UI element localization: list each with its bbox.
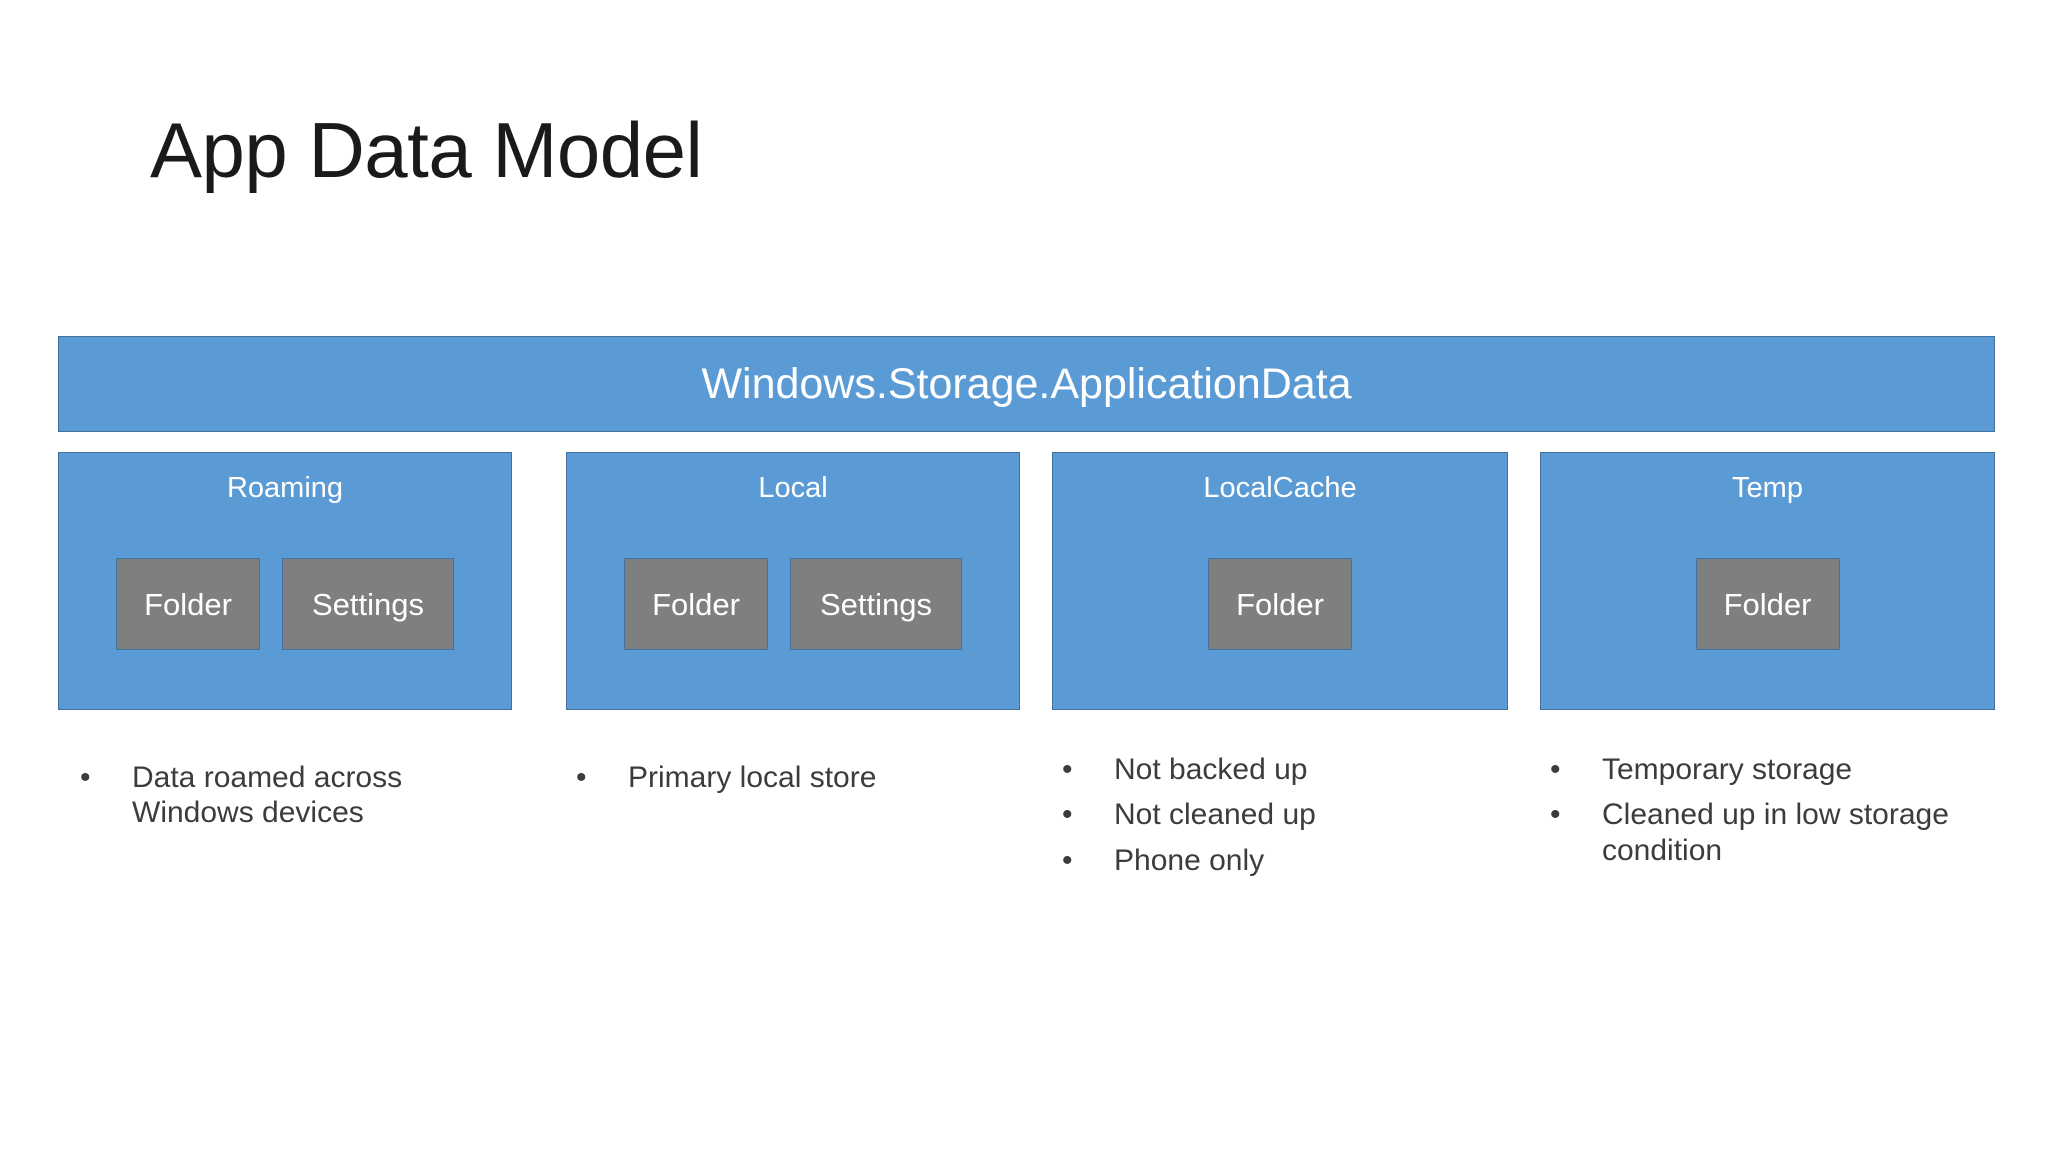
annotation-list-localcache: • Not backed up • Not cleaned up • Phone… (1050, 752, 1500, 888)
child-node-label: Settings (311, 586, 424, 622)
root-node-application-data: Windows.Storage.ApplicationData (58, 336, 1995, 432)
bullet-dot-icon: • (1062, 753, 1073, 786)
storage-node-temp: Temp Folder (1540, 452, 1995, 710)
storage-children-row: Folder (1541, 558, 1994, 650)
storage-children-row: Folder Settings (59, 558, 511, 650)
list-item-label: Temporary storage (1602, 753, 1853, 786)
bullet-dot-icon: • (1062, 798, 1073, 832)
storage-node-title: Roaming (226, 472, 344, 504)
bullet-dot-icon: • (1550, 798, 1561, 832)
list-item-label: Primary local store (628, 761, 877, 794)
list-item: • Cleaned up in low storage condition (1538, 797, 1988, 868)
bullet-dot-icon: • (80, 761, 91, 794)
child-node-folder: Folder (1208, 558, 1352, 650)
list-item: • Not cleaned up (1050, 797, 1500, 832)
child-node-folder: Folder (116, 558, 260, 650)
root-node-label: Windows.Storage.ApplicationData (701, 359, 1352, 408)
storage-children-row: Folder (1053, 558, 1507, 650)
bullet-dot-icon: • (1062, 843, 1073, 877)
child-node-label: Folder (144, 586, 232, 622)
annotations-row: • Data roamed across Windows devices • P… (58, 752, 1995, 952)
annotation-list-roaming: • Data roamed across Windows devices (68, 760, 508, 841)
child-node-folder: Folder (1695, 558, 1840, 650)
list-item: • Phone only (1050, 843, 1500, 878)
storage-node-roaming: Roaming Folder Settings (58, 452, 512, 710)
storage-node-title: Temp (1732, 472, 1803, 504)
list-item: • Not backed up (1050, 752, 1500, 787)
list-item-label: Data roamed across Windows devices (132, 761, 403, 830)
storage-node-local: Local Folder Settings (566, 452, 1020, 710)
child-node-label: Settings (819, 586, 932, 622)
child-node-folder: Folder (624, 558, 768, 650)
list-item-label: Phone only (1114, 843, 1265, 877)
bullet-dot-icon: • (1550, 753, 1561, 786)
annotation-list-temp: • Temporary storage • Cleaned up in low … (1538, 752, 1988, 878)
list-item-label: Cleaned up in low storage condition (1602, 798, 1949, 867)
list-item: • Temporary storage (1538, 752, 1988, 787)
list-item-label: Not backed up (1114, 753, 1308, 786)
list-item: • Primary local store (564, 760, 1004, 795)
storage-node-title: LocalCache (1203, 472, 1357, 504)
child-node-settings: Settings (282, 558, 454, 650)
bullet-dot-icon: • (576, 761, 587, 794)
child-node-settings: Settings (790, 558, 962, 650)
child-node-label: Folder (1723, 586, 1812, 622)
storage-children-row: Folder Settings (567, 558, 1019, 650)
storage-node-title: Local (758, 472, 828, 504)
storage-folders-row: Roaming Folder Settings Local Folder Set… (58, 452, 1995, 710)
page-title: App Data Model (150, 106, 703, 194)
annotation-list-local: • Primary local store (564, 760, 1004, 805)
storage-node-localcache: LocalCache Folder (1052, 452, 1508, 710)
list-item: • Data roamed across Windows devices (68, 760, 508, 831)
list-item-label: Not cleaned up (1114, 798, 1316, 832)
child-node-label: Folder (1236, 586, 1324, 622)
child-node-label: Folder (652, 586, 740, 622)
